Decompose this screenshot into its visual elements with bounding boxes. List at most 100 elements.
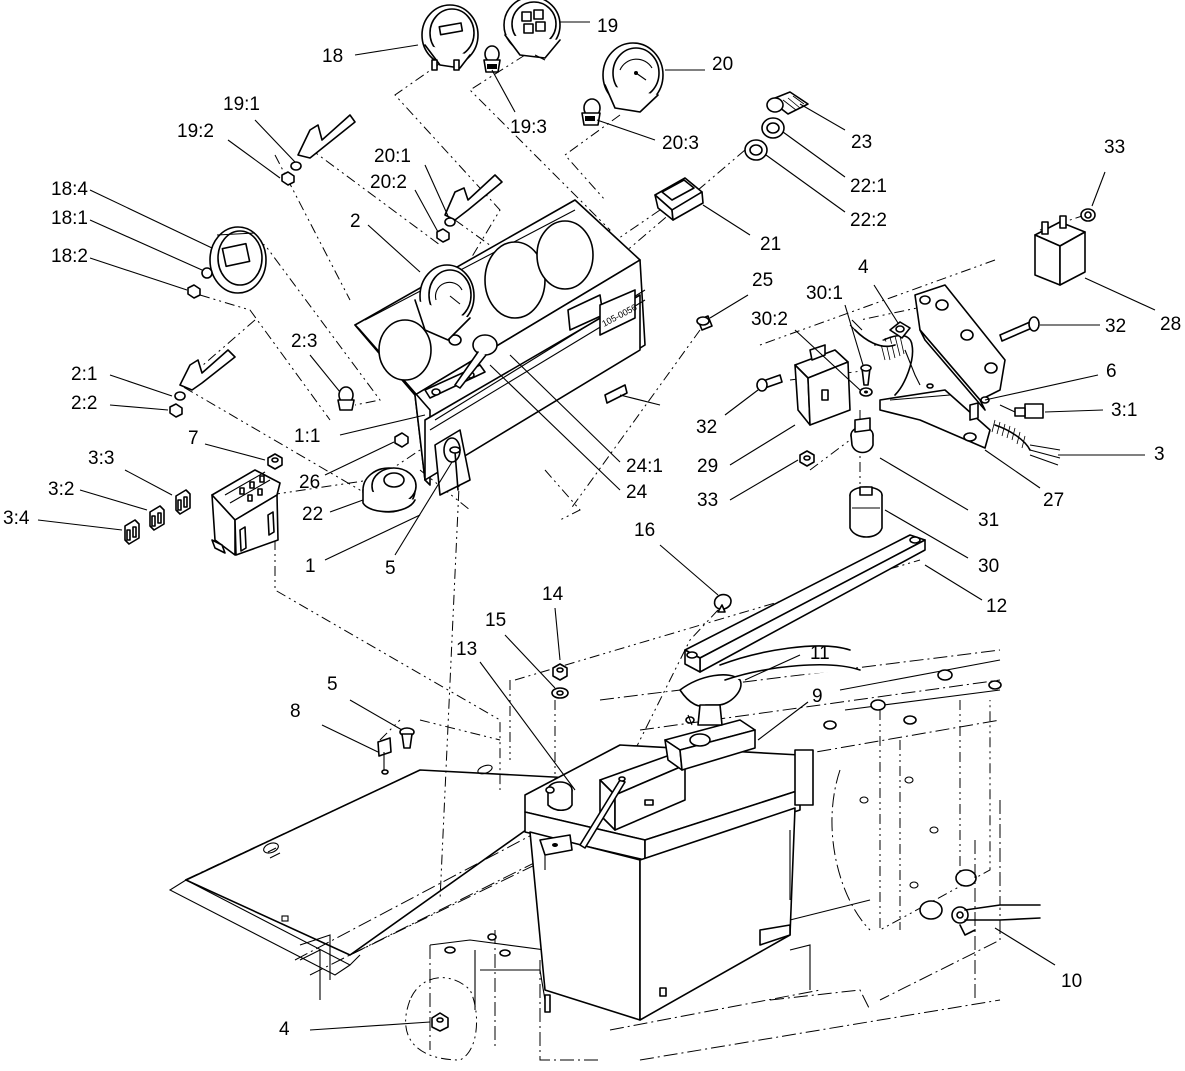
leader-line-18 (354, 44, 419, 56)
washer-15 (551, 687, 569, 699)
callout-22-2: 22:2 (765, 154, 887, 231)
leader-line-15 (504, 634, 556, 689)
leader-line-6 (984, 374, 1099, 401)
callout-25: 25 (709, 270, 773, 319)
callout-label-21: 21 (760, 234, 781, 255)
nut-33-mid (799, 450, 815, 467)
callout-33-top: 33 (1091, 137, 1125, 207)
callout-label-3-1: 3:1 (1111, 400, 1137, 421)
callout-10: 10 (994, 927, 1082, 992)
leader-line-5-bottom (349, 699, 403, 731)
leader-line-21 (702, 204, 751, 236)
callout-label-30: 30 (978, 556, 999, 577)
bolt-25 (696, 315, 713, 331)
callout-11: 11 (744, 643, 830, 681)
harness-3 (991, 419, 1061, 466)
leader-line-19-2 (227, 139, 281, 179)
gauge-bracket-2 (169, 349, 236, 418)
leader-line-19-3 (491, 69, 516, 113)
leader-line-2-1 (109, 374, 173, 397)
leader-line-3-1 (1044, 409, 1104, 413)
callout-label-19: 19 (597, 16, 618, 37)
callout-label-11: 11 (810, 643, 830, 664)
callout-20: 20 (665, 54, 733, 75)
callout-4-bottom: 4 (279, 1019, 431, 1040)
callout-label-31: 31 (978, 510, 999, 531)
relay-28 (1034, 215, 1086, 286)
callout-label-24: 24 (626, 482, 648, 503)
leader-line-33-mid (729, 459, 799, 501)
fuse-block (211, 469, 281, 556)
callout-label-16: 16 (634, 520, 655, 541)
bulb-20-3 (581, 98, 601, 126)
callout-22-1: 22:1 (782, 131, 887, 197)
leader-line-18-4 (89, 189, 213, 249)
leader-line-11 (744, 654, 801, 681)
callout-label-1: 1 (305, 556, 316, 577)
callout-19-2: 19:2 (177, 121, 281, 179)
leader-line-4-bottom (309, 1021, 431, 1031)
callout-label-9: 9 (812, 686, 823, 707)
fuse-3-3 (175, 489, 191, 515)
leader-line-26 (324, 441, 395, 476)
leader-line-27 (984, 449, 1041, 489)
callout-1-1: 1:1 (294, 414, 426, 447)
callout-2-2: 2:2 (71, 393, 169, 414)
callout-label-20-2: 20:2 (370, 172, 407, 193)
callout-label-13: 13 (456, 639, 477, 660)
leader-line-8 (321, 724, 379, 753)
callout-2-3: 2:3 (291, 331, 341, 393)
terminal-boot-11 (679, 645, 861, 726)
callout-4-top: 4 (858, 257, 899, 324)
callout-label-19-3: 19:3 (510, 117, 547, 138)
callout-label-26: 26 (299, 472, 320, 493)
cable-end-10 (951, 904, 1041, 936)
callout-20-1: 20:1 (374, 146, 449, 217)
leader-line-20-1 (424, 164, 449, 217)
bolt-30-1 (860, 364, 872, 386)
callout-18-4: 18:4 (51, 179, 213, 249)
callout-26: 26 (299, 441, 395, 493)
callout-label-3-2: 3:2 (48, 479, 74, 500)
callout-18: 18 (322, 44, 419, 67)
callout-3-1: 3:1 (1044, 400, 1137, 421)
callout-label-1-1: 1:1 (294, 426, 320, 447)
callout-13: 13 (456, 639, 576, 791)
nut-33-top (1080, 208, 1096, 222)
callout-label-4-bottom: 4 (279, 1019, 290, 1040)
leader-line-2 (367, 224, 421, 273)
callout-14: 14 (542, 584, 564, 661)
callout-label-19-1: 19:1 (223, 94, 260, 115)
callout-30-1: 30:1 (806, 283, 864, 366)
callout-label-5-bottom: 5 (327, 674, 338, 695)
callout-label-6: 6 (1106, 361, 1117, 382)
leader-line-25 (709, 294, 749, 319)
harness-4 (849, 319, 921, 396)
bolt-32-left (756, 374, 783, 392)
connector-3-1 (999, 403, 1044, 419)
callout-label-30-1: 30:1 (806, 283, 843, 304)
relay-bracket-27 (879, 284, 1006, 449)
callout-label-27: 27 (1043, 490, 1064, 511)
hour-meter-22 (362, 467, 417, 513)
callout-label-20: 20 (712, 54, 733, 75)
callout-label-15: 15 (485, 610, 506, 631)
washer-18-1 (201, 267, 213, 279)
washer-22-2 (744, 139, 768, 161)
callout-24-1: 24:1 (509, 354, 663, 477)
callout-label-12: 12 (986, 596, 1007, 617)
leader-line-32-left (724, 389, 759, 416)
callout-label-18-4: 18:4 (51, 179, 88, 200)
leader-line-3-2 (79, 489, 148, 511)
fuse-3-4 (124, 519, 140, 545)
callout-1: 1 (305, 514, 421, 577)
callout-label-3-4: 3:4 (3, 508, 30, 529)
dash-panel: 105-0056 (354, 199, 661, 496)
callout-20-2: 20:2 (370, 172, 439, 233)
callout-2: 2 (350, 211, 421, 273)
callout-6: 6 (984, 361, 1117, 401)
clamp-31 (850, 417, 874, 454)
callout-label-7: 7 (188, 428, 199, 449)
key-switch-23 (766, 91, 809, 115)
